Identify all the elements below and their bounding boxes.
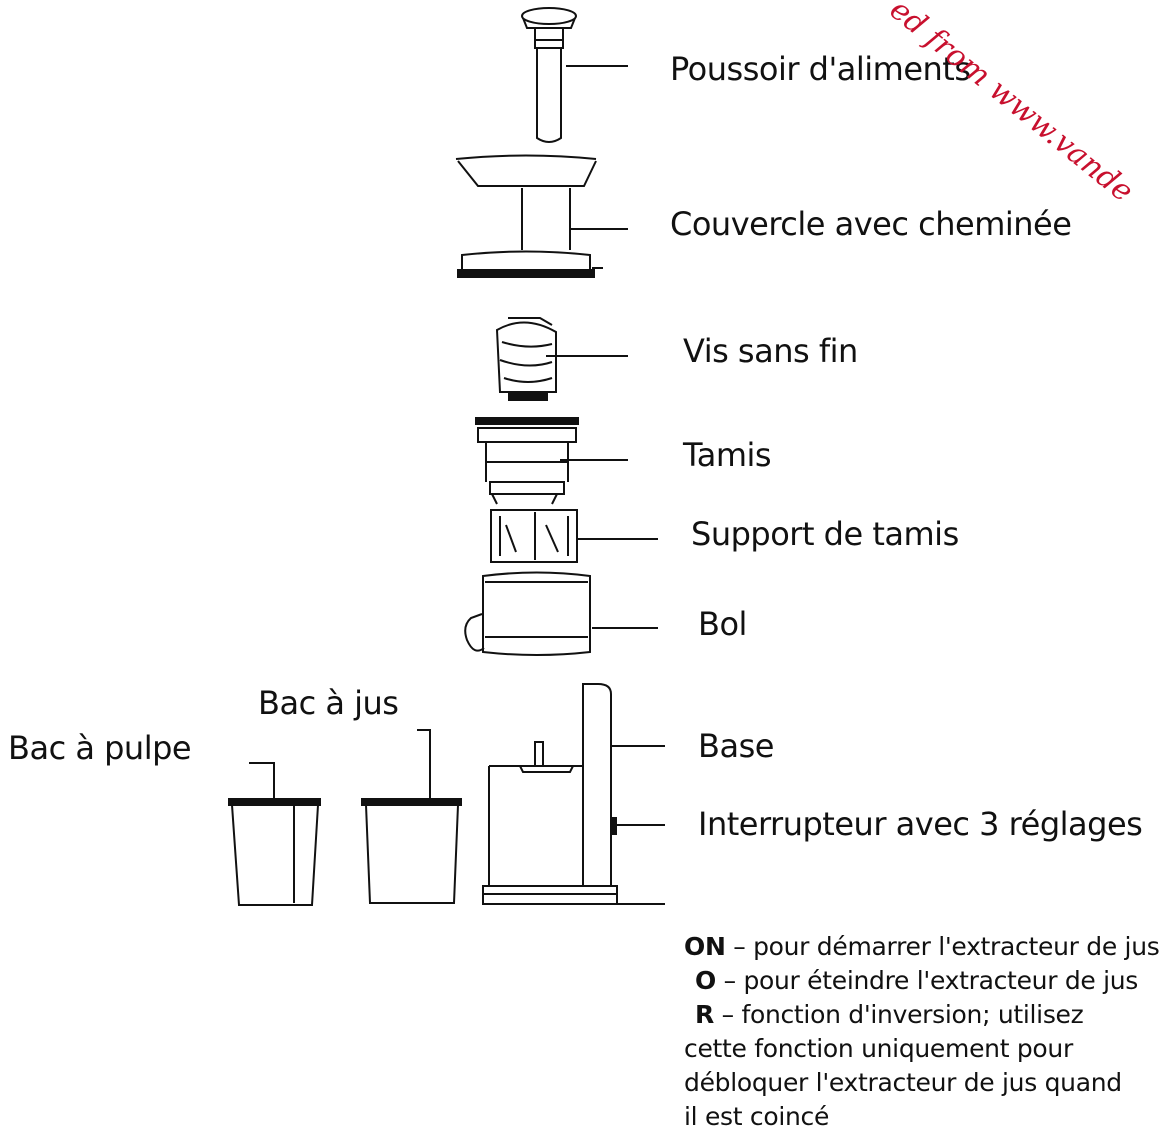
label-sieve-holder: Support de tamis	[691, 515, 959, 553]
legend-r-line: R – fonction d'inversion; utilisez	[684, 998, 1159, 1032]
juice-container-part	[361, 798, 462, 904]
legend-r-text: – fonction d'inversion; utilisez	[713, 1000, 1084, 1029]
sieve-holder-part	[490, 509, 578, 563]
legend-o-key: O	[695, 966, 716, 995]
legend-r-key: R	[695, 1000, 714, 1029]
legend-r-line-2: cette fonction uniquement pour	[684, 1034, 1073, 1063]
lid-part	[455, 154, 603, 278]
label-auger: Vis sans fin	[683, 332, 858, 370]
label-base: Base	[698, 727, 774, 765]
label-switch: Interrupteur avec 3 réglages	[698, 805, 1143, 843]
bowl-part	[464, 571, 591, 656]
legend-on-text: – pour démarrer l'extracteur de jus	[725, 932, 1160, 961]
label-sieve: Tamis	[683, 436, 772, 474]
legend-o-line: O – pour éteindre l'extracteur de jus	[684, 964, 1159, 998]
leader-juice-container	[417, 729, 431, 798]
auger-part	[495, 317, 557, 401]
base-part	[482, 683, 618, 905]
legend-on-key: ON	[684, 932, 726, 961]
pulp-container-part	[228, 798, 321, 906]
legend-r-line-4: il est coincé	[684, 1102, 830, 1131]
food-pusher-part	[521, 7, 577, 143]
switch-legend: ON – pour démarrer l'extracteur de jus O…	[684, 930, 1160, 1134]
legend-on-line: ON – pour démarrer l'extracteur de jus	[684, 930, 1160, 964]
label-lid-with-chute: Couvercle avec cheminée	[670, 205, 1072, 243]
legend-r-line-3: débloquer l'extracteur de jus quand	[684, 1068, 1122, 1097]
label-bowl: Bol	[698, 605, 747, 643]
legend-o-text: – pour éteindre l'extracteur de jus	[715, 966, 1139, 995]
label-juice-container: Bac à jus	[258, 684, 399, 722]
leader-pulp-container	[249, 762, 275, 798]
label-food-pusher: Poussoir d'aliments	[670, 50, 971, 88]
label-pulp-container: Bac à pulpe	[8, 729, 192, 767]
sieve-part	[475, 417, 579, 505]
